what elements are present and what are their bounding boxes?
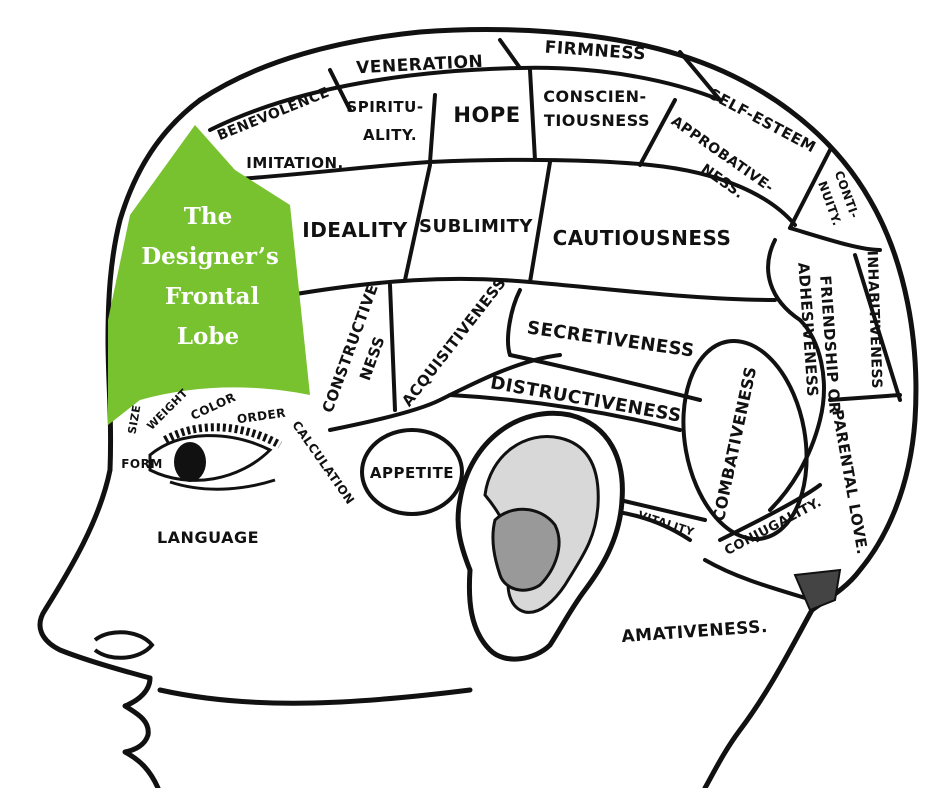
label-amativeness: AMATIVENESS.: [621, 617, 769, 647]
label-imitation: IMITATION.: [246, 154, 343, 172]
label-spirituality-2: ALITY.: [363, 126, 417, 144]
label-spirituality-1: SPIRITU-: [346, 98, 423, 116]
region-lines: [208, 38, 902, 602]
frontal-lobe-highlight: [108, 125, 310, 425]
label-hope: HOPE: [453, 103, 520, 127]
label-ideality: IDEALITY: [302, 218, 408, 242]
label-conscientiousness-2: TIOUSNESS: [544, 111, 650, 130]
label-form: FORM: [121, 457, 163, 471]
label-parental-love: PARENTAL LOVE.: [828, 408, 871, 556]
label-language: LANGUAGE: [157, 528, 259, 547]
label-conscientiousness-1: CONSCIEN-: [543, 87, 646, 106]
label-size: SIZE: [126, 404, 144, 435]
label-appetite: APPETITE: [370, 464, 454, 482]
head-outline: [37, 27, 919, 788]
label-order: ORDER: [236, 406, 287, 427]
appetite-region: [360, 428, 464, 516]
label-benevolence: BENEVOLENCE: [215, 84, 332, 144]
title-line-1: The: [184, 203, 232, 230]
label-cautiousness: CAUTIOUSNESS: [553, 226, 732, 250]
label-vitality: VITALITY: [636, 508, 696, 539]
neck-patch: [793, 568, 842, 612]
frontal-lobe-title: The Designer’s Frontal Lobe: [141, 203, 279, 350]
eye: [148, 423, 282, 491]
title-line-2: Designer’s: [141, 243, 279, 270]
label-calculation: CALCULATION: [289, 418, 357, 507]
label-veneration: VENERATION: [356, 52, 484, 79]
label-combativeness: COMBATIVENESS: [709, 365, 760, 523]
label-color: COLOR: [189, 390, 239, 423]
title-line-3: Frontal: [165, 283, 260, 310]
ear: [455, 410, 625, 662]
label-inhabitiveness: INHABITIVENESS: [864, 250, 885, 389]
title-line-4: Lobe: [177, 323, 239, 350]
nostril: [93, 630, 155, 660]
label-sublimity: SUBLIMITY: [419, 216, 533, 237]
